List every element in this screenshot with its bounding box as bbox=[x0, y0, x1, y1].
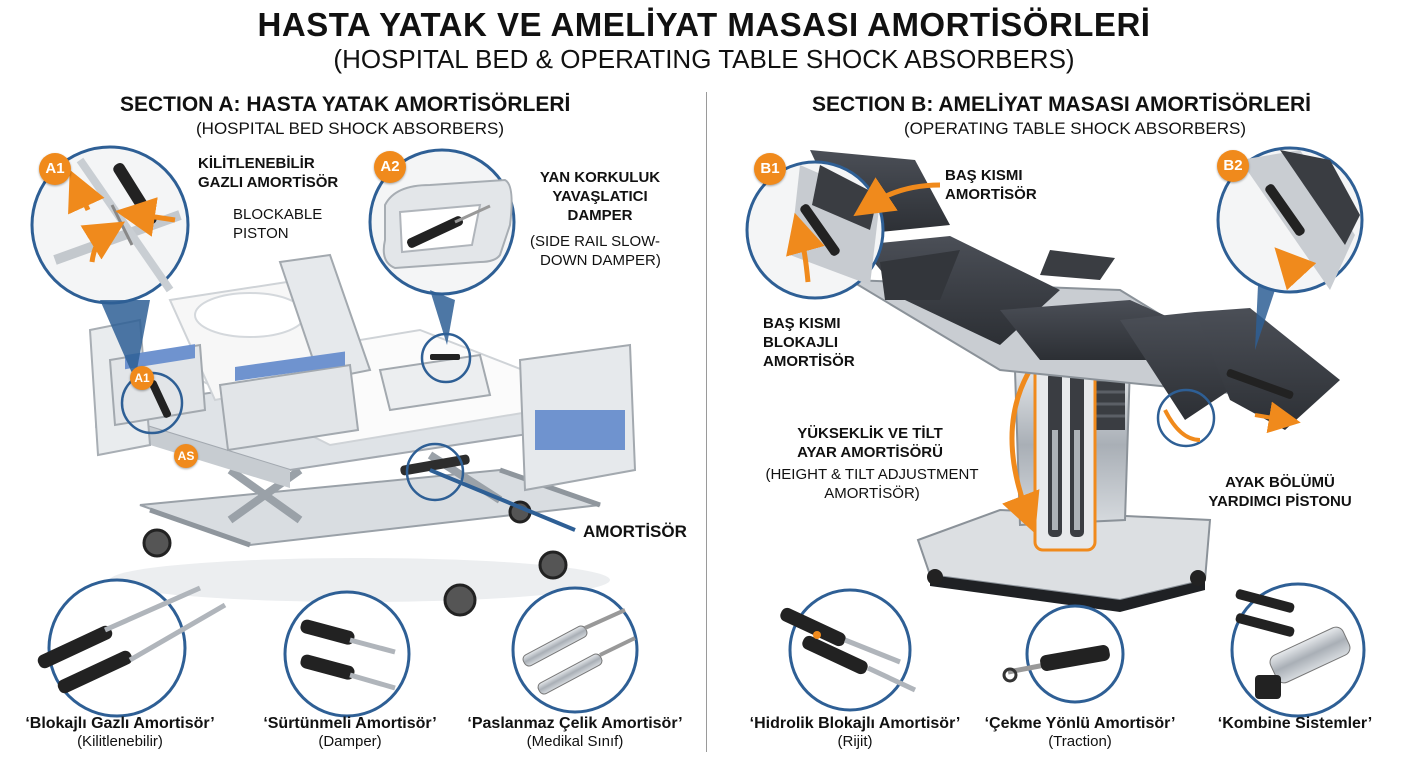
product-a-1-name: ‘Blokajlı Gazlı Amortisör’ bbox=[25, 715, 215, 732]
product-a-2: ‘Sürtünmeli Amortisör’ (Damper) bbox=[250, 715, 450, 750]
product-a-2-sub: (Damper) bbox=[318, 733, 382, 750]
callout-b2-magnifier bbox=[1216, 146, 1364, 350]
product-a-1: ‘Blokajlı Gazlı Amortisör’ (Kilitlenebil… bbox=[15, 715, 225, 750]
label-a2-sub1: (SIDE RAIL SLOW- bbox=[530, 233, 661, 250]
label-a1-sub: BLOCKABLE PISTON bbox=[233, 205, 353, 243]
section-a-title: SECTION A: HASTA YATAK AMORTİSÖRLERİ bbox=[120, 93, 571, 116]
callout-b1-magnifier bbox=[745, 160, 885, 300]
product-circles bbox=[37, 578, 1366, 718]
label-a1-line1: KİLİTLENEBİLİR bbox=[198, 155, 315, 172]
label-b1-head: BAŞ KISMI AMORTİSÖR bbox=[945, 166, 1085, 204]
label-b1-block1: BAŞ KISMI bbox=[763, 315, 841, 332]
product-b-1: ‘Hidrolik Blokajlı Amortisör’ (Rijit) bbox=[735, 715, 975, 750]
label-a1-sub2: PISTON bbox=[233, 225, 289, 242]
page-title: HASTA YATAK VE AMELİYAT MASASI AMORTİSÖR… bbox=[257, 6, 1151, 43]
product-b-2: ‘Çekme Yönlü Amortisör’ (Traction) bbox=[975, 715, 1185, 750]
section-b-subtitle: (OPERATING TABLE SHOCK ABSORBERS) bbox=[904, 119, 1246, 138]
product-a-2-name: ‘Sürtünmeli Amortisör’ bbox=[263, 715, 437, 732]
label-amortisor: AMORTİSÖR bbox=[583, 522, 687, 541]
label-a1-sub1: BLOCKABLE bbox=[233, 206, 323, 223]
badge-b2: B2 bbox=[1217, 150, 1249, 182]
seat-pad bbox=[1000, 300, 1180, 360]
product-b-2-sub: (Traction) bbox=[1048, 733, 1112, 750]
section-b-title: SECTION B: AMELİYAT MASASI AMORTİSÖRLERİ bbox=[812, 93, 1311, 116]
product-a-3: ‘Paslanmaz Çelik Amortisör’ (Medikal Sın… bbox=[455, 715, 695, 750]
amortisor-pointer bbox=[429, 468, 576, 532]
product-a-3-sub: (Medikal Sınıf) bbox=[526, 733, 624, 750]
product-b-2-name: ‘Çekme Yönlü Amortisör’ bbox=[984, 715, 1176, 732]
label-foot2: YARDIMCI PİSTONU bbox=[1208, 493, 1352, 510]
label-height-tilt2: AYAR AMORTİSÖRÜ bbox=[797, 444, 943, 461]
product-b-3: ‘Kombine Sistemler’ bbox=[1200, 715, 1390, 733]
label-b1-block2: BLOKAJLI bbox=[763, 334, 838, 351]
badge-a3-marker: AS bbox=[174, 444, 198, 468]
product-b-1-sub: (Rijit) bbox=[837, 733, 873, 750]
callout-a2-magnifier bbox=[368, 148, 516, 345]
label-height-tilt-sub1: (HEIGHT & TILT ADJUSTMENT bbox=[765, 466, 979, 483]
label-a2-sub2: DOWN DAMPER) bbox=[540, 252, 661, 269]
label-a1-line2: GAZLI AMORTİSÖR bbox=[198, 174, 339, 191]
product-b-3-name: ‘Kombine Sistemler’ bbox=[1217, 715, 1373, 732]
hospital-bed bbox=[88, 253, 637, 617]
label-a2-title: YAN KORKULUK YAVAŞLATICI DAMPER bbox=[520, 168, 680, 225]
leg-pad-2 bbox=[1195, 308, 1340, 430]
badge-a1-marker: A1 bbox=[130, 366, 154, 390]
label-height-tilt-sub2: AMORTİSÖR) bbox=[824, 485, 920, 502]
label-b1-block3: AMORTİSÖR bbox=[763, 353, 855, 370]
label-height-tilt: YÜKSEKLİK VE TİLT AYAR AMORTİSÖRÜ bbox=[770, 424, 970, 462]
label-a2-line3: DAMPER bbox=[567, 207, 633, 224]
product-a-3-name: ‘Paslanmaz Çelik Amortisör’ bbox=[467, 715, 683, 732]
badge-b1: B1 bbox=[754, 153, 786, 185]
label-b1-head2: AMORTİSÖR bbox=[945, 186, 1037, 203]
product-b-1-name: ‘Hidrolik Blokajlı Amortisör’ bbox=[749, 715, 961, 732]
label-b1-head1: BAŞ KISMI bbox=[945, 167, 1023, 184]
label-b1-block: BAŞ KISMI BLOKAJLI AMORTİSÖR bbox=[763, 314, 883, 371]
section-divider bbox=[706, 92, 707, 752]
page-subtitle: (HOSPITAL BED & OPERATING TABLE SHOCK AB… bbox=[333, 44, 1075, 74]
product-a-1-sub: (Kilitlenebilir) bbox=[77, 733, 163, 750]
section-a-subtitle: (HOSPITAL BED SHOCK ABSORBERS) bbox=[196, 119, 504, 138]
label-a2-line1: YAN KORKULUK bbox=[539, 169, 661, 186]
label-foot1: AYAK BÖLÜMÜ bbox=[1225, 474, 1335, 491]
operating-table bbox=[810, 150, 1340, 612]
badge-a1: A1 bbox=[39, 153, 71, 185]
label-foot-piston: AYAK BÖLÜMÜ YARDIMCI PİSTONU bbox=[1190, 473, 1370, 511]
head-arrow bbox=[853, 177, 941, 217]
label-a2-line2: YAVAŞLATICI bbox=[552, 188, 648, 205]
label-a1-title: KİLİTLENEBİLİR GAZLI AMORTİSÖR bbox=[198, 154, 378, 192]
label-a2-sub: (SIDE RAIL SLOW- DOWN DAMPER) bbox=[530, 232, 690, 270]
label-height-tilt1: YÜKSEKLİK VE TİLT bbox=[797, 425, 943, 442]
label-height-tilt-sub: (HEIGHT & TILT ADJUSTMENT AMORTİSÖR) bbox=[752, 465, 992, 503]
badge-a2: A2 bbox=[374, 151, 406, 183]
callout-a1-magnifier bbox=[30, 145, 190, 380]
